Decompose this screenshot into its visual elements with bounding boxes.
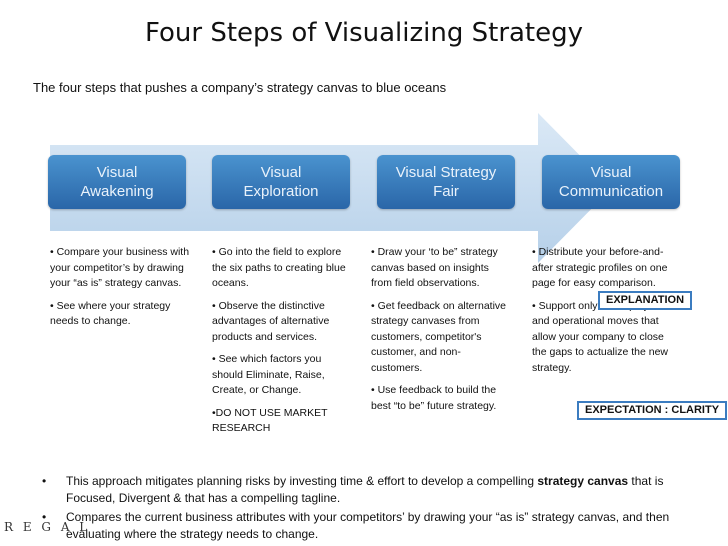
explanation-callout: EXPLANATION bbox=[598, 291, 693, 310]
step-line1: Visual bbox=[590, 164, 632, 181]
column-bullet: • Support only those projects and operat… bbox=[532, 299, 669, 374]
column-bullet: • Use feedback to build the best “to be”… bbox=[371, 384, 497, 412]
step-line2: Awakening bbox=[80, 183, 154, 200]
column-bullet: • Get feedback on alternative strategy c… bbox=[371, 299, 507, 374]
step-line1: Visual bbox=[260, 164, 302, 181]
bullet-dot-icon: • bbox=[42, 474, 47, 488]
step-line2: Exploration bbox=[243, 183, 319, 200]
step-visual-exploration: Visual Exploration bbox=[212, 155, 350, 209]
step-visual-communication: Visual Communication bbox=[542, 155, 680, 209]
step-line2: Fair bbox=[433, 183, 459, 200]
column-awakening: • Compare your business with your compet… bbox=[50, 245, 192, 337]
summary-bullet: • Compares the current business attribut… bbox=[32, 509, 692, 543]
summary-bullets: • This approach mitigates planning risks… bbox=[32, 473, 692, 545]
summary-text-part: This approach mitigates planning risks b… bbox=[66, 474, 538, 488]
column-bullet: • See which factors you should Eliminate… bbox=[212, 353, 325, 396]
column-bullet: • Go into the field to explore the six p… bbox=[212, 246, 346, 289]
step-line1: Visual bbox=[96, 164, 138, 181]
summary-bullet: • This approach mitigates planning risks… bbox=[32, 473, 692, 507]
summary-bold-term: strategy canvas bbox=[537, 474, 629, 488]
column-bullet: • Draw your ‘to be” strategy canvas base… bbox=[371, 246, 498, 289]
step-visual-strategy-fair: Visual Strategy Fair bbox=[377, 155, 515, 209]
summary-text: Compares the current business attributes… bbox=[66, 510, 670, 541]
regal-logo: R E G A L bbox=[4, 520, 91, 534]
column-bullet: •DO NOT USE MARKET RESEARCH bbox=[212, 406, 328, 435]
page-title: Four Steps of Visualizing Strategy bbox=[144, 18, 584, 48]
page-subtitle: The four steps that pushes a company’s s… bbox=[33, 80, 447, 95]
column-strategy-fair: • Draw your ‘to be” strategy canvas base… bbox=[371, 245, 511, 421]
summary-text: This approach mitigates planning risks b… bbox=[66, 473, 692, 507]
column-communication: • Distribute your before-and-after strat… bbox=[532, 245, 674, 383]
step-visual-awakening: Visual Awakening bbox=[48, 155, 186, 209]
column-bullet: • Observe the distinctive advantages of … bbox=[212, 299, 330, 343]
step-line2: Communication bbox=[558, 183, 664, 200]
column-exploration: • Go into the field to explore the six p… bbox=[212, 245, 354, 444]
column-bullet: • Compare your business with your compet… bbox=[50, 246, 190, 289]
column-bullet: • Distribute your before-and-after strat… bbox=[532, 246, 668, 289]
step-line1: Visual Strategy bbox=[395, 164, 497, 181]
column-bullet: • See where your strategy needs to chang… bbox=[50, 299, 171, 328]
bullet-dot-icon: • bbox=[42, 510, 47, 524]
expectation-callout: EXPECTATION : CLARITY bbox=[577, 401, 728, 420]
summary-text-part: that is Focused, Divergent & that has a … bbox=[66, 474, 664, 505]
